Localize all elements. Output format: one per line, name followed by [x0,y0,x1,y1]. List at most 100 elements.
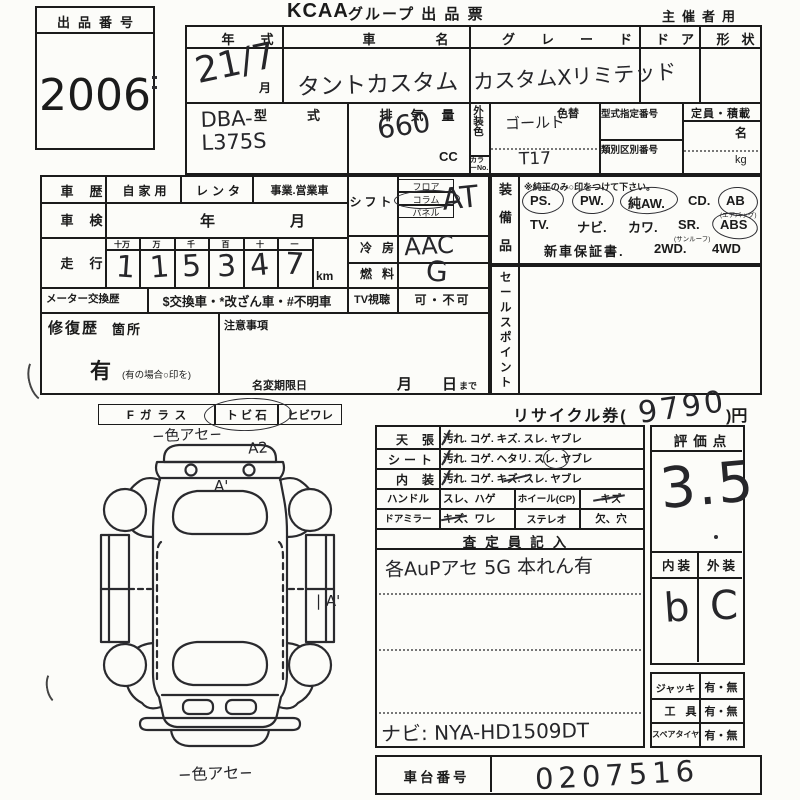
odo-header: 一 [290,240,299,249]
line [639,27,641,102]
condition-table: 天張 汚れ. コゲ. キズ. スレ. ヤブレ シート 汚れ. コゲ. ヘタリ. … [375,425,645,748]
grade-handwritten: カスタムXリミテッド [472,59,677,95]
ceiling-label: 天張 [395,433,448,447]
stone-chip-label: トビ石 [226,410,270,422]
color-handwritten: ゴールド [504,112,566,134]
pen-dot [714,535,718,539]
tool-value: 有・無 [704,706,738,718]
line [489,102,491,173]
interior-rating-handwritten: b [662,584,691,632]
name-change-label: 名変期限日 [252,380,307,392]
equipment-item-sr: SR. [678,217,700,232]
equipment-item-pw: PW. [580,193,604,208]
line [379,649,641,651]
sales-label-char: ル [500,302,512,314]
line [652,698,743,700]
odo-header: 万 [152,240,161,249]
tool-label: 工具 [664,706,707,718]
line [347,177,349,312]
line [312,237,314,287]
handle-items: スレ、ハゲ [443,493,496,505]
car-diagram [99,443,336,748]
inspection-month-unit: 月 [290,213,306,230]
line [699,674,701,746]
ext-color-label: 外装色 [472,105,484,137]
line [147,287,149,312]
cc-unit: CC [439,149,458,164]
tv-label: TV視聴 [353,294,391,306]
equipment-label-char: 装 [499,182,513,197]
rating-header: 評価点 [673,434,733,449]
equipment-label-char: 品 [499,238,513,253]
exterior-rating-handwritten: C [709,582,739,630]
equipment-note: ※純正のみ○印をつけて下さい。 [524,182,656,192]
crack-box: ヒビワレ [278,404,342,425]
equipment-item-leather: カワ. [628,220,658,235]
equipment-label-char: 備 [499,210,513,225]
spare-tire-label: スペアタイヤ [652,730,700,739]
equipment-item-cd: CD. [688,193,711,208]
line [42,202,347,204]
odo-header: 十 [256,240,264,249]
line [652,722,743,724]
navi-note-handwritten: ナビ: NYA-HD1509DT [380,718,590,746]
line [218,312,220,393]
wheel-label: ホイール(CP) [517,494,576,505]
line [652,577,742,579]
inspection-label: 車検 [60,213,119,228]
equipment-item-aw: 純AW. [628,196,665,211]
f-glass-box: Fガラス [98,404,215,425]
nc-month: 月 [397,376,413,393]
fade-note-bottom-handwritten: −色アセ− [177,762,253,785]
sales-label-char: セ [500,272,512,284]
recycle-label: リサイクル券( [513,408,628,425]
line [377,528,643,530]
use-rental: レンタ [195,184,244,198]
sales-label-char: ス [500,317,512,329]
tv-value: 可・不可 [414,293,471,307]
line [599,102,601,173]
jack-value: 有・無 [704,682,738,694]
line [347,235,488,237]
stereo-value: 欠、穴 [595,513,627,525]
odo-digit: 4 [248,247,271,284]
scan-artifact [152,86,157,89]
inspection-year-unit: 年 [200,213,216,230]
mileage-label: 走行 [60,256,119,271]
scan-artifact [152,76,157,79]
spare-tire-value: 有・無 [704,730,738,742]
ceiling-items: 汚れ. コゲ. キズ. スレ. ヤブレ [443,433,582,445]
weight-unit: kg [735,154,747,166]
sales-label-char: ー [500,287,512,299]
sunroof-sub-label: (サンルーフ) [674,236,711,243]
line [469,155,489,157]
line [518,267,520,393]
interior-rating-label: 内装 [661,559,693,573]
line [599,139,682,141]
sales-label-char: イ [500,347,512,359]
auction-number-label: 出品番号 [56,15,141,30]
line [377,448,643,450]
caution-label: 注意事項 [224,320,268,332]
line [282,27,284,102]
seat-sure-circle-mark [543,448,569,469]
stereo-label: ステレオ [526,515,567,526]
crack-label: ヒビワレ [287,410,333,422]
displacement-label: 排気量 [379,108,473,123]
line [42,312,488,314]
jack-label: ジャッキ [655,684,696,695]
line [579,488,581,528]
odo-digit: 1 [148,249,171,286]
shift-option-floor: フロア [412,182,440,192]
history-label: 車歴 [60,184,119,199]
line [514,488,516,528]
capacity-label: 定員・積載 [691,108,751,120]
auction-number-box: 出品番号 2006 [35,6,155,150]
repair-note: (有の場合○印を) [122,370,192,381]
2wd-label: 2WD. [654,241,687,256]
line [187,102,760,104]
recycle-suffix: )円 [726,408,748,425]
warranty-label: 新車保証書. [544,244,625,259]
car-name-handwritten: タントカスタム [296,69,459,101]
sales-label-char: ト [500,377,512,389]
